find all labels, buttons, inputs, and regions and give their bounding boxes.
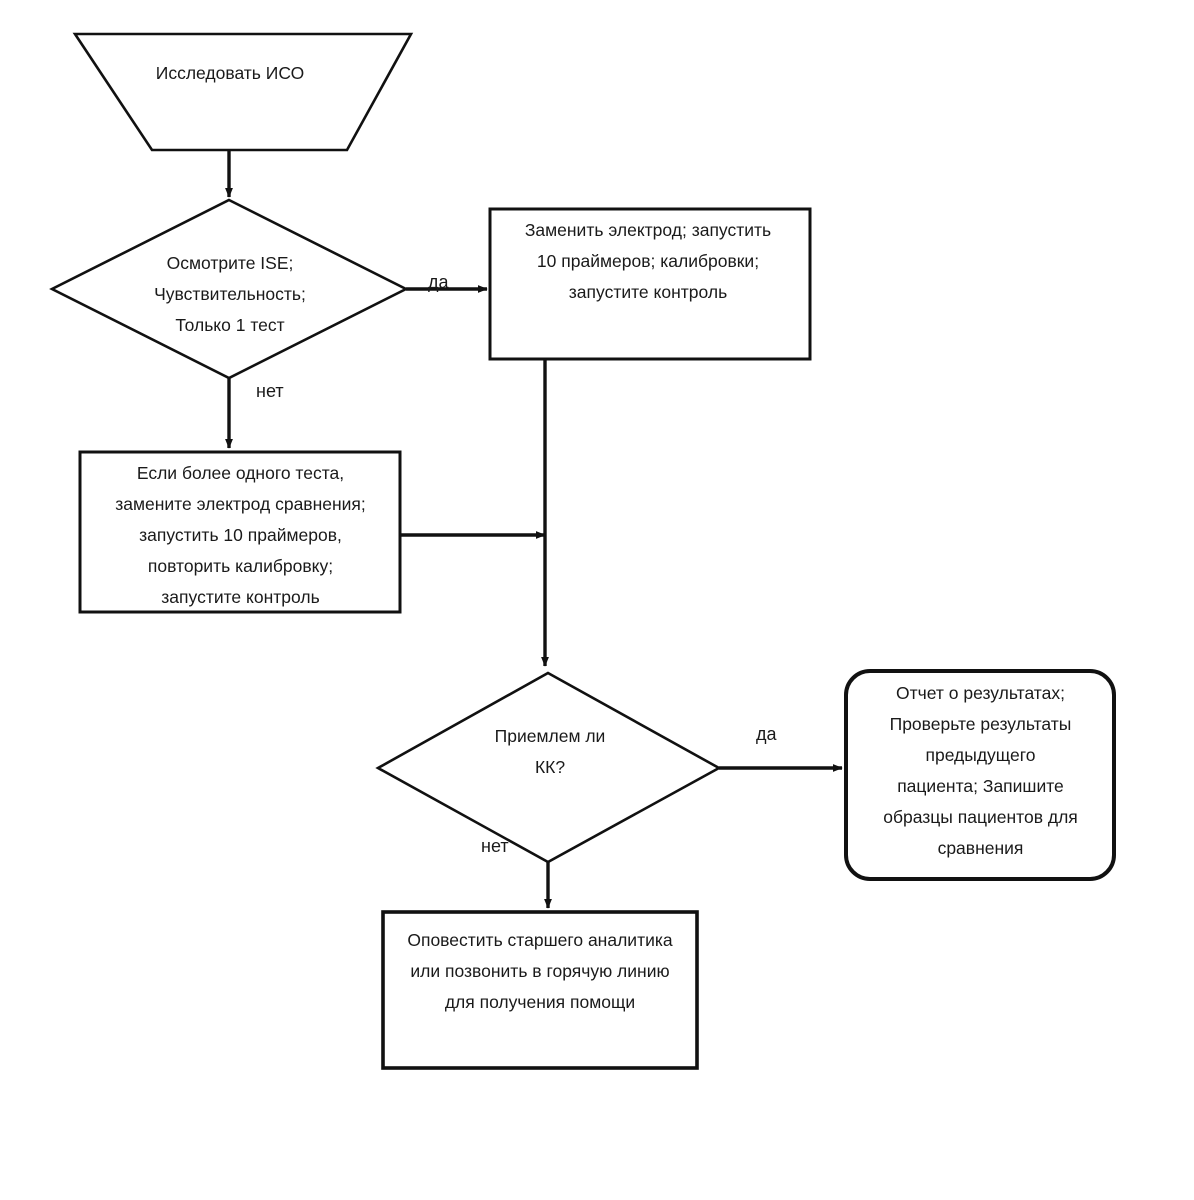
node-box-replace-electrode-shape[interactable]: [488, 207, 812, 361]
node-start-iso-shape[interactable]: [72, 32, 414, 152]
edge-label-qc-no: нет: [481, 836, 509, 856]
node-decision-qc-shape[interactable]: [375, 671, 722, 864]
edge-label-qc-yes: да: [756, 724, 777, 744]
node-box-notify-analyst-shape[interactable]: [381, 910, 699, 1070]
node-decision-ise-shape[interactable]: [49, 198, 409, 380]
node-box-multiple-tests-shape[interactable]: [78, 450, 402, 614]
edge-label-ise-no: нет: [256, 381, 284, 401]
node-box-report-results-shape[interactable]: [844, 669, 1116, 881]
edge-label-ise-yes: да: [428, 272, 449, 292]
